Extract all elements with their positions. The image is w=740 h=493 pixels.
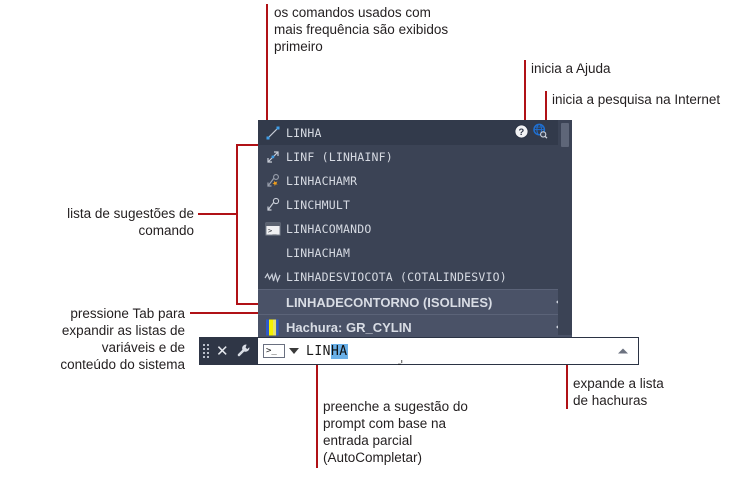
svg-text:>_: >_ xyxy=(268,227,277,235)
wrench-icon[interactable] xyxy=(236,343,252,359)
annotation-bar-help xyxy=(524,60,526,78)
multileader-icon xyxy=(260,193,286,217)
suggestion-scrollbar[interactable] xyxy=(558,120,572,335)
annotation-autocomplete: preenche a sugestão do prompt com base n… xyxy=(323,399,468,465)
suggestion-scrollbar-thumb[interactable] xyxy=(561,123,569,147)
command-typed-text: LIN xyxy=(306,343,331,359)
suggestion-row-linchmult[interactable]: LINCHMULT xyxy=(258,193,572,217)
hatch-swatch-icon xyxy=(260,315,286,339)
command-input[interactable]: >_ LINHA xyxy=(257,337,639,365)
annotation-bar-expand-hatch xyxy=(566,375,568,409)
line-icon xyxy=(260,121,286,145)
annotation-tab-expand: pressione Tab para expandir as listas de… xyxy=(60,306,185,372)
suggestion-label: LINF (LINHAINF) xyxy=(286,150,393,164)
suggestion-row-linha[interactable]: LINHA ? xyxy=(258,120,572,145)
suggestion-label: LINHADESVIOCOTA (COTALINDESVIO) xyxy=(286,270,507,284)
suggestion-row-linhadecontorno[interactable]: LINHADECONTORNO (ISOLINES) xyxy=(258,289,572,314)
command-bar: ✕ >_ LINHA xyxy=(199,337,639,365)
annotation-leader-internet xyxy=(545,108,547,126)
annotation-help: inicia a Ajuda xyxy=(531,61,611,76)
annotation-expand-hatch: expande a lista de hachuras xyxy=(573,376,664,408)
infinite-line-icon xyxy=(260,145,286,169)
suggestion-row-linhadesviocota[interactable]: LINHADESVIOCOTA (COTALINDESVIO) xyxy=(258,265,572,289)
suggestion-row-linf[interactable]: LINF (LINHAINF) xyxy=(258,145,572,169)
suggestion-row-linhachamr[interactable]: LINHACHAMR xyxy=(258,169,572,193)
suggestion-label: LINHACOMANDO xyxy=(286,222,372,236)
annotation-leader-autocomplete xyxy=(316,358,318,398)
chevron-down-icon[interactable] xyxy=(289,348,299,354)
command-bar-toolbar: ✕ xyxy=(199,337,257,365)
command-autocomplete-text: HA xyxy=(330,343,348,359)
annotation-bar-autocomplete xyxy=(316,398,318,468)
suggestion-row-linhacomando[interactable]: >_ LINHACOMANDO xyxy=(258,217,572,241)
annotation-bar-most-frequent xyxy=(266,4,268,56)
close-icon[interactable]: ✕ xyxy=(216,342,229,360)
help-icon[interactable]: ? xyxy=(514,123,529,142)
drag-handle-icon[interactable] xyxy=(203,344,211,358)
suggestion-row-linhacham[interactable]: LINHACHAM xyxy=(258,241,572,265)
annotation-bracket-top xyxy=(236,144,262,146)
annotation-leader-tab-expand xyxy=(190,312,262,314)
command-input-text: LINHA xyxy=(306,343,348,359)
command-line-icon: >_ xyxy=(260,217,286,241)
text-cursor-icon: ⌏ xyxy=(398,358,406,373)
no-icon-placeholder xyxy=(260,241,286,265)
internet-search-icon[interactable] xyxy=(532,123,548,142)
expand-history-icon[interactable] xyxy=(618,348,628,354)
annotation-leader-suggestion xyxy=(198,213,238,215)
panel-action-icons: ? xyxy=(514,123,548,142)
suggestion-label: LINHADECONTORNO (ISOLINES) xyxy=(286,294,493,310)
annotation-bracket-bottom xyxy=(236,303,262,305)
annotation-most-frequent: os comandos usados com mais frequência s… xyxy=(274,5,449,54)
leader-line-icon xyxy=(260,169,286,193)
svg-text:?: ? xyxy=(519,126,525,136)
command-suggestion-panel[interactable]: LINHA ? xyxy=(258,120,572,339)
annotation-internet-search: inicia a pesquisa na Internet xyxy=(552,92,721,107)
jog-line-icon xyxy=(260,265,286,289)
suggestion-label: Hachura: GR_CYLIN xyxy=(286,319,412,335)
annotation-leader-most-frequent xyxy=(266,56,268,122)
prompt-icon: >_ xyxy=(263,344,285,358)
annotation-bar-internet xyxy=(545,91,547,108)
suggestion-label: LINHACHAMR xyxy=(286,174,358,188)
annotation-leader-help xyxy=(524,78,526,124)
suggestion-label: LINCHMULT xyxy=(286,198,351,212)
no-icon-placeholder xyxy=(260,290,286,314)
annotation-suggestion-list: lista de sugestões de comando xyxy=(67,206,194,238)
suggestion-row-hachura[interactable]: Hachura: GR_CYLIN xyxy=(258,314,572,339)
suggestion-label: LINHA xyxy=(286,125,322,140)
annotation-bracket-suggestion xyxy=(236,144,238,305)
suggestion-label: LINHACHAM xyxy=(286,246,351,260)
